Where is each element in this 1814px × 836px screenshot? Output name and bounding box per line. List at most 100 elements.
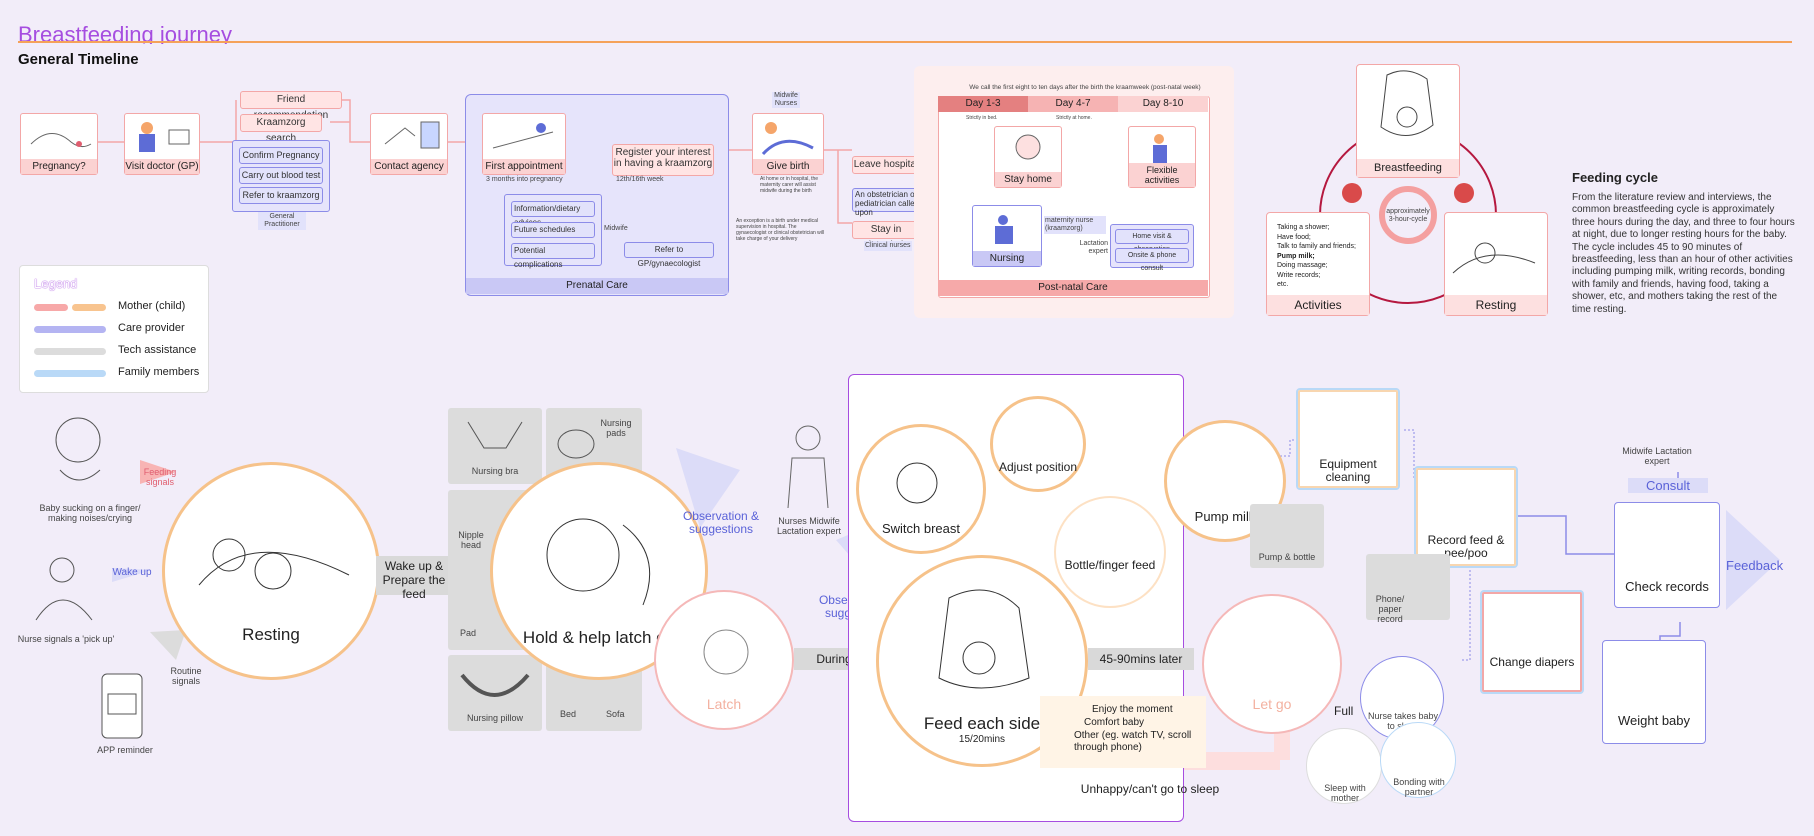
hold-latch-illustration [546, 518, 651, 606]
legend-swatch-family [34, 370, 106, 377]
give-birth-step: Give birth [752, 113, 824, 175]
nursing-bra-icon [467, 421, 523, 449]
stay-home-illustration [1015, 134, 1041, 160]
enjoy-box: Enjoy the moment Comfort baby Other (eg.… [1040, 696, 1206, 768]
postnatal-care-label: Post-natal Care [938, 280, 1208, 296]
equipment-cleaning-title: Equipment cleaning [1319, 457, 1377, 484]
birth-illustration [761, 122, 814, 156]
record-feed-card: Record feed & pee/poo [1414, 466, 1518, 568]
later-band: 45-90mins later [1088, 648, 1194, 670]
wakeup-prepare-band: Wake up & Prepare the feed [376, 556, 452, 601]
nursing-pillow-icon [460, 673, 530, 697]
activity-item: Have food; [1277, 233, 1311, 241]
midwife-task-complications: Potential complications [511, 243, 595, 269]
cycle-center: approximately 3-hour-cycle [1386, 208, 1430, 223]
weight-baby-title: Weight baby [1617, 713, 1691, 728]
let-go-title: Let go [1252, 696, 1292, 712]
resting-title: Resting [242, 625, 300, 644]
check-records-title: Check records [1625, 579, 1709, 594]
gp-tasks-panel: Confirm Pregnancy Carry out blood test R… [232, 140, 330, 212]
pregnancy-step: Pregnancy? [20, 113, 98, 175]
legend-label-family: Family members [118, 366, 200, 378]
latch-illustration [703, 629, 749, 675]
phone-illustration [101, 673, 143, 739]
nurse-pickup-caption: Nurse signals a 'pick up' [17, 634, 115, 644]
legend-title: Legend [34, 276, 78, 291]
midwife-task-info: Information/dietary advices [511, 201, 595, 227]
contact-agency-step: Contact agency [370, 113, 448, 175]
adjust-position-circle: Adjust position [990, 396, 1086, 492]
bottle-feed-title: Bottle/finger feed [1064, 558, 1156, 572]
first-appointment-step: First appointment [482, 113, 566, 175]
day-1-note: Strictly in bed. [966, 115, 998, 121]
legend-label-tech: Tech assistance [118, 344, 197, 356]
activity-item: Write records; [1277, 271, 1321, 279]
nipple-head-label: Nipple head [458, 530, 484, 550]
section-title: General Timeline [18, 51, 139, 68]
baby-crying-illustration [55, 417, 101, 481]
switch-breast-circle: Switch breast [856, 424, 986, 554]
feeding-cycle-heading: Feeding cycle [1572, 170, 1658, 185]
app-reminder-caption: APP reminder [97, 745, 153, 755]
day-8-10: Day 8-10 [1118, 96, 1208, 112]
legend-label-care: Care provider [118, 322, 185, 334]
legend-swatch-tech [34, 348, 106, 355]
activity-item: Doing massage; [1277, 262, 1328, 269]
kraamweek-note: We call the first eight to ten days afte… [969, 84, 1201, 91]
breastfeeding-card: Breastfeeding [1356, 64, 1460, 178]
feedback-label: Feedback [1726, 558, 1784, 573]
equipment-cleaning-card: Equipment cleaning [1296, 388, 1400, 490]
legend-swatch-care [34, 326, 106, 333]
leave-hospital: Leave hospital [852, 156, 920, 174]
enjoy-item: Comfort baby [1084, 717, 1145, 728]
bed-label: Bed [560, 709, 577, 719]
title-divider [18, 41, 1792, 43]
postnatal-services: Home visit & observation Onsite & phone … [1110, 224, 1194, 272]
prenatal-care-label: Prenatal Care [466, 278, 728, 294]
record-feed-title: Record feed & pee/poo [1427, 533, 1505, 560]
latch-circle: Latch [654, 590, 794, 730]
activities-card: Taking a shower; Have food; Talk to fami… [1266, 212, 1370, 316]
full-label: Full [1334, 704, 1354, 718]
legend: Legend Mother (child) Care provider Tech… [19, 265, 209, 393]
feeding-cycle-text: From the literature review and interview… [1572, 192, 1795, 315]
enjoy-item: Other (eg. watch TV, scroll through phon… [1074, 730, 1192, 753]
wake-up-caption: Wake up [112, 567, 152, 578]
contact-agency-label: Contact agency [371, 159, 447, 174]
activities-label: Activities [1267, 295, 1369, 315]
pump-bottle-tile: Pump & bottle [1250, 504, 1324, 568]
resting-circle: Resting [162, 462, 380, 680]
kraamzorg-search: Kraamzorg search [240, 114, 322, 144]
baby-sucking-caption: Baby sucking on a finger/ making noises/… [39, 503, 141, 523]
nursing-pillow-label: Nursing pillow [466, 713, 524, 723]
give-birth-roles: Midwife Nurses [772, 92, 800, 108]
activity-item: Taking a shower; [1277, 224, 1330, 231]
sleep-mother-circle: Sleep with mother [1306, 728, 1382, 804]
phone-record-label: Phone/ paper record [1375, 594, 1405, 624]
midwife-tasks-panel: Information/dietary advices Future sched… [504, 194, 602, 269]
gp-task-refer: Refer to kraamzorg [239, 187, 323, 204]
doctor-illustration [139, 122, 190, 152]
day-4-note: Strictly at home. [1056, 115, 1092, 121]
feed-each-side-illustration [938, 589, 1030, 689]
nursing-label: Nursing [973, 251, 1041, 266]
bonding-caption: Bonding with partner [1393, 777, 1445, 797]
nursing-step: Nursing [972, 205, 1042, 267]
routine-signals-caption: Routine signals [170, 666, 202, 686]
feed-duration: 15/20mins [958, 734, 1006, 745]
phone-record-tile: Phone/ paper record [1366, 554, 1450, 624]
visit-doctor-step: Visit doctor (GP) [124, 113, 200, 175]
day-4-7: Day 4-7 [1028, 96, 1118, 112]
change-diapers-card: Change diapers [1480, 590, 1584, 694]
observers: Nurses Midwife Lactation expert [776, 516, 842, 536]
nurse-pickup-illustration [35, 557, 93, 621]
onsite-consult: Onsite & phone consult [1115, 248, 1189, 272]
resting-card: Resting [1444, 212, 1548, 316]
enjoy-item: Enjoy the moment [1092, 704, 1173, 715]
register-note: 12th/16th week [616, 176, 664, 183]
breastfeeding-label: Breastfeeding [1357, 159, 1459, 177]
gp-task-blood: Carry out blood test [239, 167, 323, 184]
gp-task-confirm: Confirm Pregnancy [239, 147, 323, 164]
adjust-position-title: Adjust position [998, 460, 1078, 474]
visit-doctor-label: Visit doctor (GP) [125, 159, 199, 174]
